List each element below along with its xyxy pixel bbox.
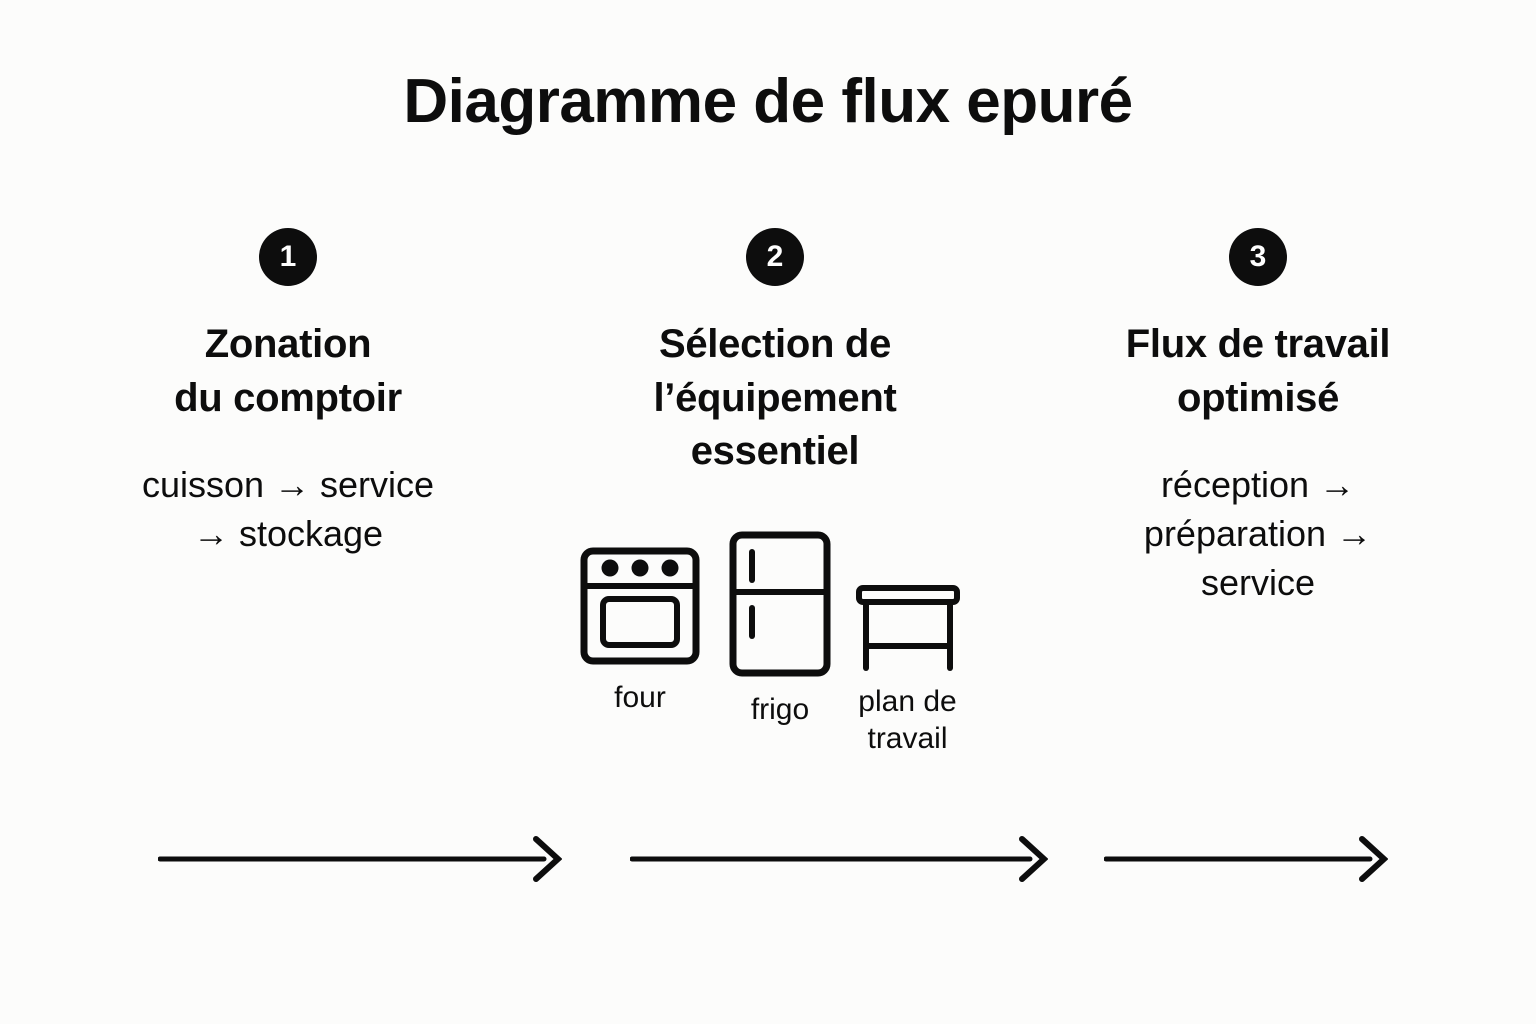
flow-arrow-1 [158,836,562,882]
equipment-label-oven: four [614,681,666,714]
step-body-1: cuisson → service → stockage [141,464,435,555]
step-column-2: 2 Sélection de l’équipement essentiel [565,228,985,479]
equipment-label-fridge: frigo [750,693,810,726]
arrow-right-icon [158,836,562,882]
flow-arrow-2 [630,836,1048,882]
step-badge-3: 3 [1229,228,1287,286]
step-title-2: Sélection de l’équipement essentiel [653,322,897,474]
equipment-item-fridge: frigo [710,530,850,729]
oven-icon [580,547,700,665]
page-title: Diagramme de flux epuré [403,67,1133,136]
step-badge-2: 2 [746,228,804,286]
step-title-3: Flux de travail optimisé [1125,322,1391,420]
equipment-icon-row: four frigo plan de travail [565,530,985,780]
equipment-item-worktable: plan de travail [830,584,985,757]
step-body-3: réception → préparation → service [1143,464,1373,604]
worktable-icon [855,585,960,671]
arrow-right-icon [1104,836,1388,882]
arrow-right-icon [630,836,1048,882]
flow-arrow-3 [1104,836,1388,882]
step-column-3: 3 Flux de travail optimisé réception → p… [1048,228,1468,608]
step-title-1: Zonation du comptoir [174,322,402,420]
step-column-1: 1 Zonation du comptoir cuisson → service… [78,228,498,559]
equipment-label-worktable: plan de travail [858,685,957,755]
fridge-icon [729,531,831,677]
equipment-item-oven: four [565,546,715,717]
step-badge-1: 1 [259,228,317,286]
